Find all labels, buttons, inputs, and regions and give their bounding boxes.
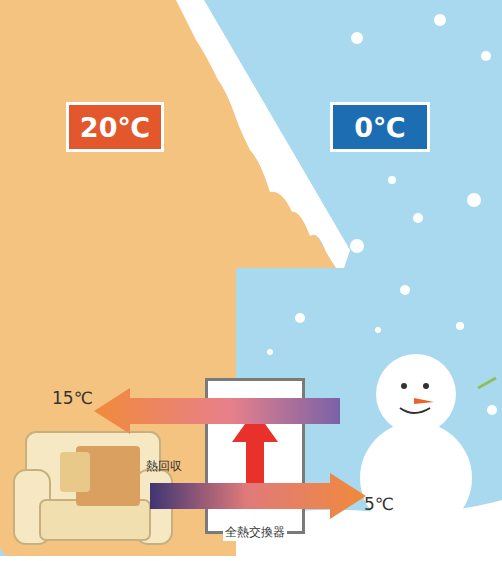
supply-temp-label: 15℃ bbox=[52, 388, 93, 408]
node-text: 20℃ bbox=[80, 112, 150, 143]
indoor-temp-box: 20℃ bbox=[66, 102, 164, 152]
exhaust-temp-label: 5℃ bbox=[364, 494, 394, 514]
sofa bbox=[14, 432, 172, 544]
roof-snow bbox=[176, 0, 350, 268]
outdoor-temp-box: 0℃ bbox=[330, 102, 430, 152]
node-text: 0℃ bbox=[354, 112, 405, 143]
heat-exchanger-box: 全熱交換器 bbox=[205, 378, 305, 534]
house-wall bbox=[0, 0, 336, 556]
node-text: 全熱交換器 bbox=[223, 524, 287, 541]
snowman bbox=[360, 354, 496, 534]
heat-recovery-label: 熱回収 bbox=[146, 458, 182, 475]
